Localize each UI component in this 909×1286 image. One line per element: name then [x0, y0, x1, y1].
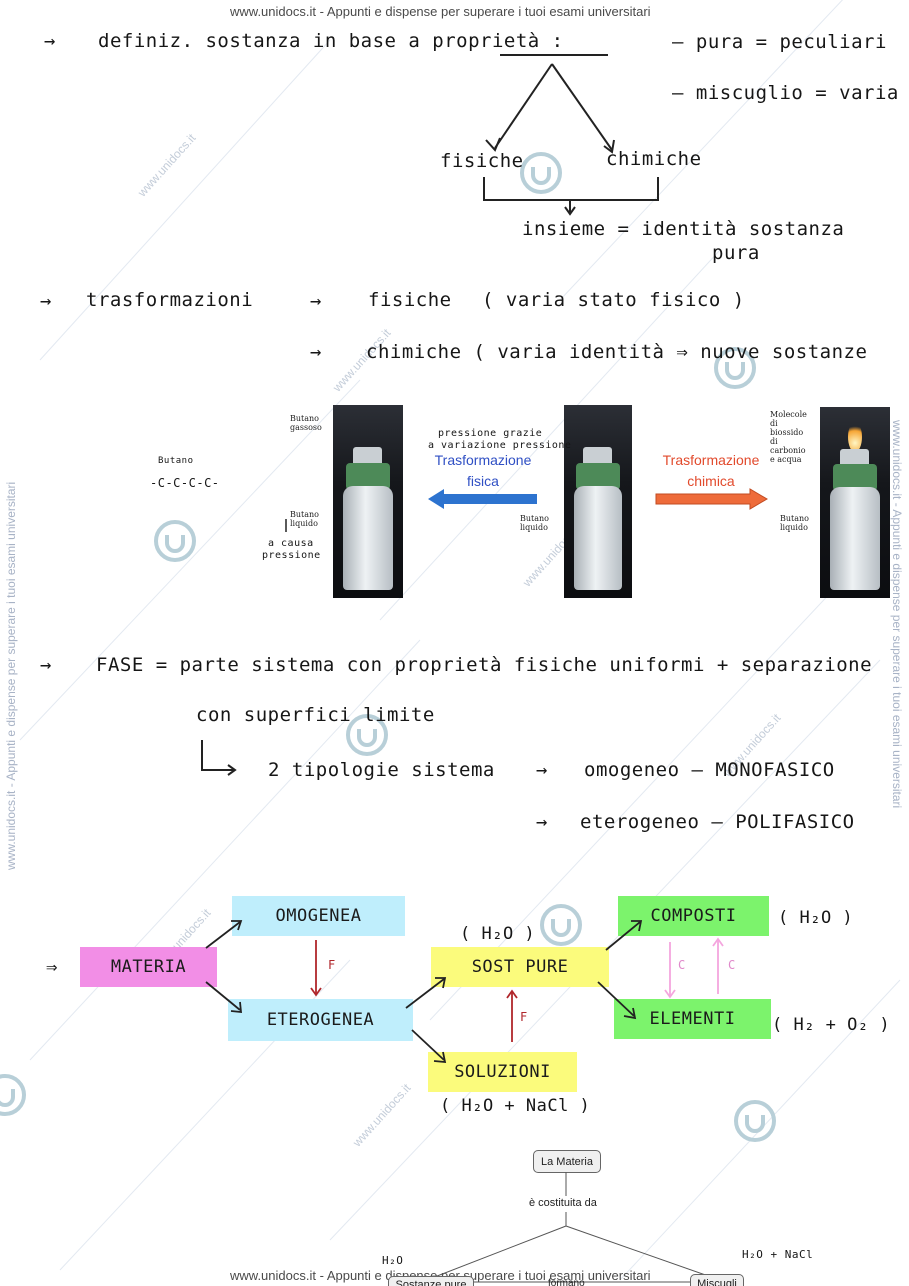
hand-note-top-1: pressione grazie	[438, 428, 543, 439]
eterogeneo-label: eterogeneo – POLIFASICO	[580, 811, 855, 833]
insieme-label-2: pura	[712, 242, 760, 264]
f-label: F	[328, 958, 336, 972]
tipologie-arrow-shape	[201, 740, 237, 776]
unidocs-icon	[540, 904, 582, 946]
tipologie-label: 2 tipologie sistema	[268, 759, 495, 781]
arrow: →	[310, 290, 322, 312]
fisiche-label: fisiche	[440, 150, 524, 172]
h2o-annotation: ( H₂O )	[778, 908, 854, 928]
trasf-fisiche-note: ( varia stato fisico )	[482, 289, 745, 311]
concept-right-box: Miscugli	[690, 1274, 744, 1286]
trasformazioni-label: trasformazioni	[86, 289, 254, 311]
unidocs-icon	[714, 347, 756, 389]
concept-root-box: La Materia	[533, 1150, 601, 1173]
trasformazione-chimica-title: Trasformazione chimica	[662, 452, 760, 489]
concept-h2o-note: H₂O	[382, 1254, 404, 1267]
branch-arrows	[483, 63, 659, 216]
concept-h2o-nacl-note: H₂O + NaCl	[742, 1248, 814, 1261]
pura-note: – pura = peculiari	[672, 31, 887, 53]
concept-link-label: è costituita da	[529, 1197, 597, 1209]
figure-arrows	[285, 488, 768, 532]
unidocs-icon	[154, 520, 196, 562]
butano-gassoso-label: Butano gassoso	[290, 414, 322, 432]
implies-arrow: ⇒	[46, 956, 58, 978]
definizione-line: definiz. sostanza in base a proprietà :	[98, 30, 564, 52]
c-label: C	[678, 958, 686, 972]
butano-liquido-label: Butano liquido	[290, 510, 319, 528]
hand-note-top-2: a variazione pressione	[428, 440, 572, 451]
butano-label: Butano	[158, 456, 194, 466]
unidocs-icon	[346, 714, 388, 756]
lighter-photo-flame	[820, 407, 890, 598]
hand-note-left-2: pressione	[262, 550, 321, 561]
insieme-label: insieme = identità sostanza	[522, 218, 845, 240]
trasf-fisiche-label: fisiche	[368, 289, 452, 311]
concept-left-box: Sostanze pure	[388, 1276, 474, 1286]
unidocs-icon	[520, 152, 562, 194]
composti-box: COMPOSTI	[618, 896, 769, 936]
butano-formula: -C-C-C-C-	[150, 476, 220, 490]
arrow-bullet: →	[40, 290, 52, 312]
fase-definition-2: con superfici limite	[196, 704, 435, 726]
fase-definition: FASE = parte sistema con proprietà fisic…	[96, 654, 873, 676]
omogenea-box: OMOGENEA	[232, 896, 405, 936]
molecole-label: Molecole di biossido di carbonio e acqua	[770, 410, 807, 464]
watermark-footer: www.unidocs.it - Appunti e dispense per …	[230, 1268, 651, 1283]
trasformazione-fisica-title: Trasformazione fisica	[434, 452, 532, 489]
chimiche-label: chimiche	[606, 148, 702, 170]
butano-liquido-label: Butano liquido	[520, 514, 549, 532]
lighter-photo-liquid	[564, 405, 632, 598]
arrow: →	[536, 811, 548, 833]
h2-o2-annotation: ( H₂ + O₂ )	[772, 1015, 891, 1035]
h2o-nacl-annotation: ( H₂O + NaCl )	[440, 1096, 591, 1116]
eterogenea-box: ETEROGENEA	[228, 999, 413, 1041]
watermark-header: www.unidocs.it - Appunti e dispense per …	[230, 4, 651, 19]
concept-middle-label: formano	[548, 1278, 585, 1286]
underline-proprieta	[500, 54, 608, 56]
unidocs-icon	[734, 1100, 776, 1142]
arrow-bullet: →	[44, 30, 56, 52]
f-label: F	[520, 1010, 528, 1024]
butano-liquido-label: Butano liquido	[780, 514, 809, 532]
arrow-bullet: →	[40, 654, 52, 676]
unidocs-icon	[0, 1074, 26, 1116]
materia-box: MATERIA	[80, 947, 217, 987]
h2o-annotation: ( H₂O )	[460, 924, 536, 944]
sost-pure-box: SOST PURE	[431, 947, 609, 987]
omogeneo-label: omogeneo – MONOFASICO	[584, 759, 835, 781]
hand-note-left-1: a causa	[268, 538, 314, 549]
c-label: C	[728, 958, 736, 972]
elementi-box: ELEMENTI	[614, 999, 771, 1039]
arrow: →	[536, 759, 548, 781]
lighter-photo-gas	[333, 405, 403, 598]
miscuglio-note: – miscuglio = varia	[672, 82, 899, 104]
soluzioni-box: SOLUZIONI	[428, 1052, 577, 1092]
trasf-chimiche-label: chimiche ( varia identità ⇒ nuove sostan…	[366, 341, 868, 363]
arrow: →	[310, 341, 322, 363]
